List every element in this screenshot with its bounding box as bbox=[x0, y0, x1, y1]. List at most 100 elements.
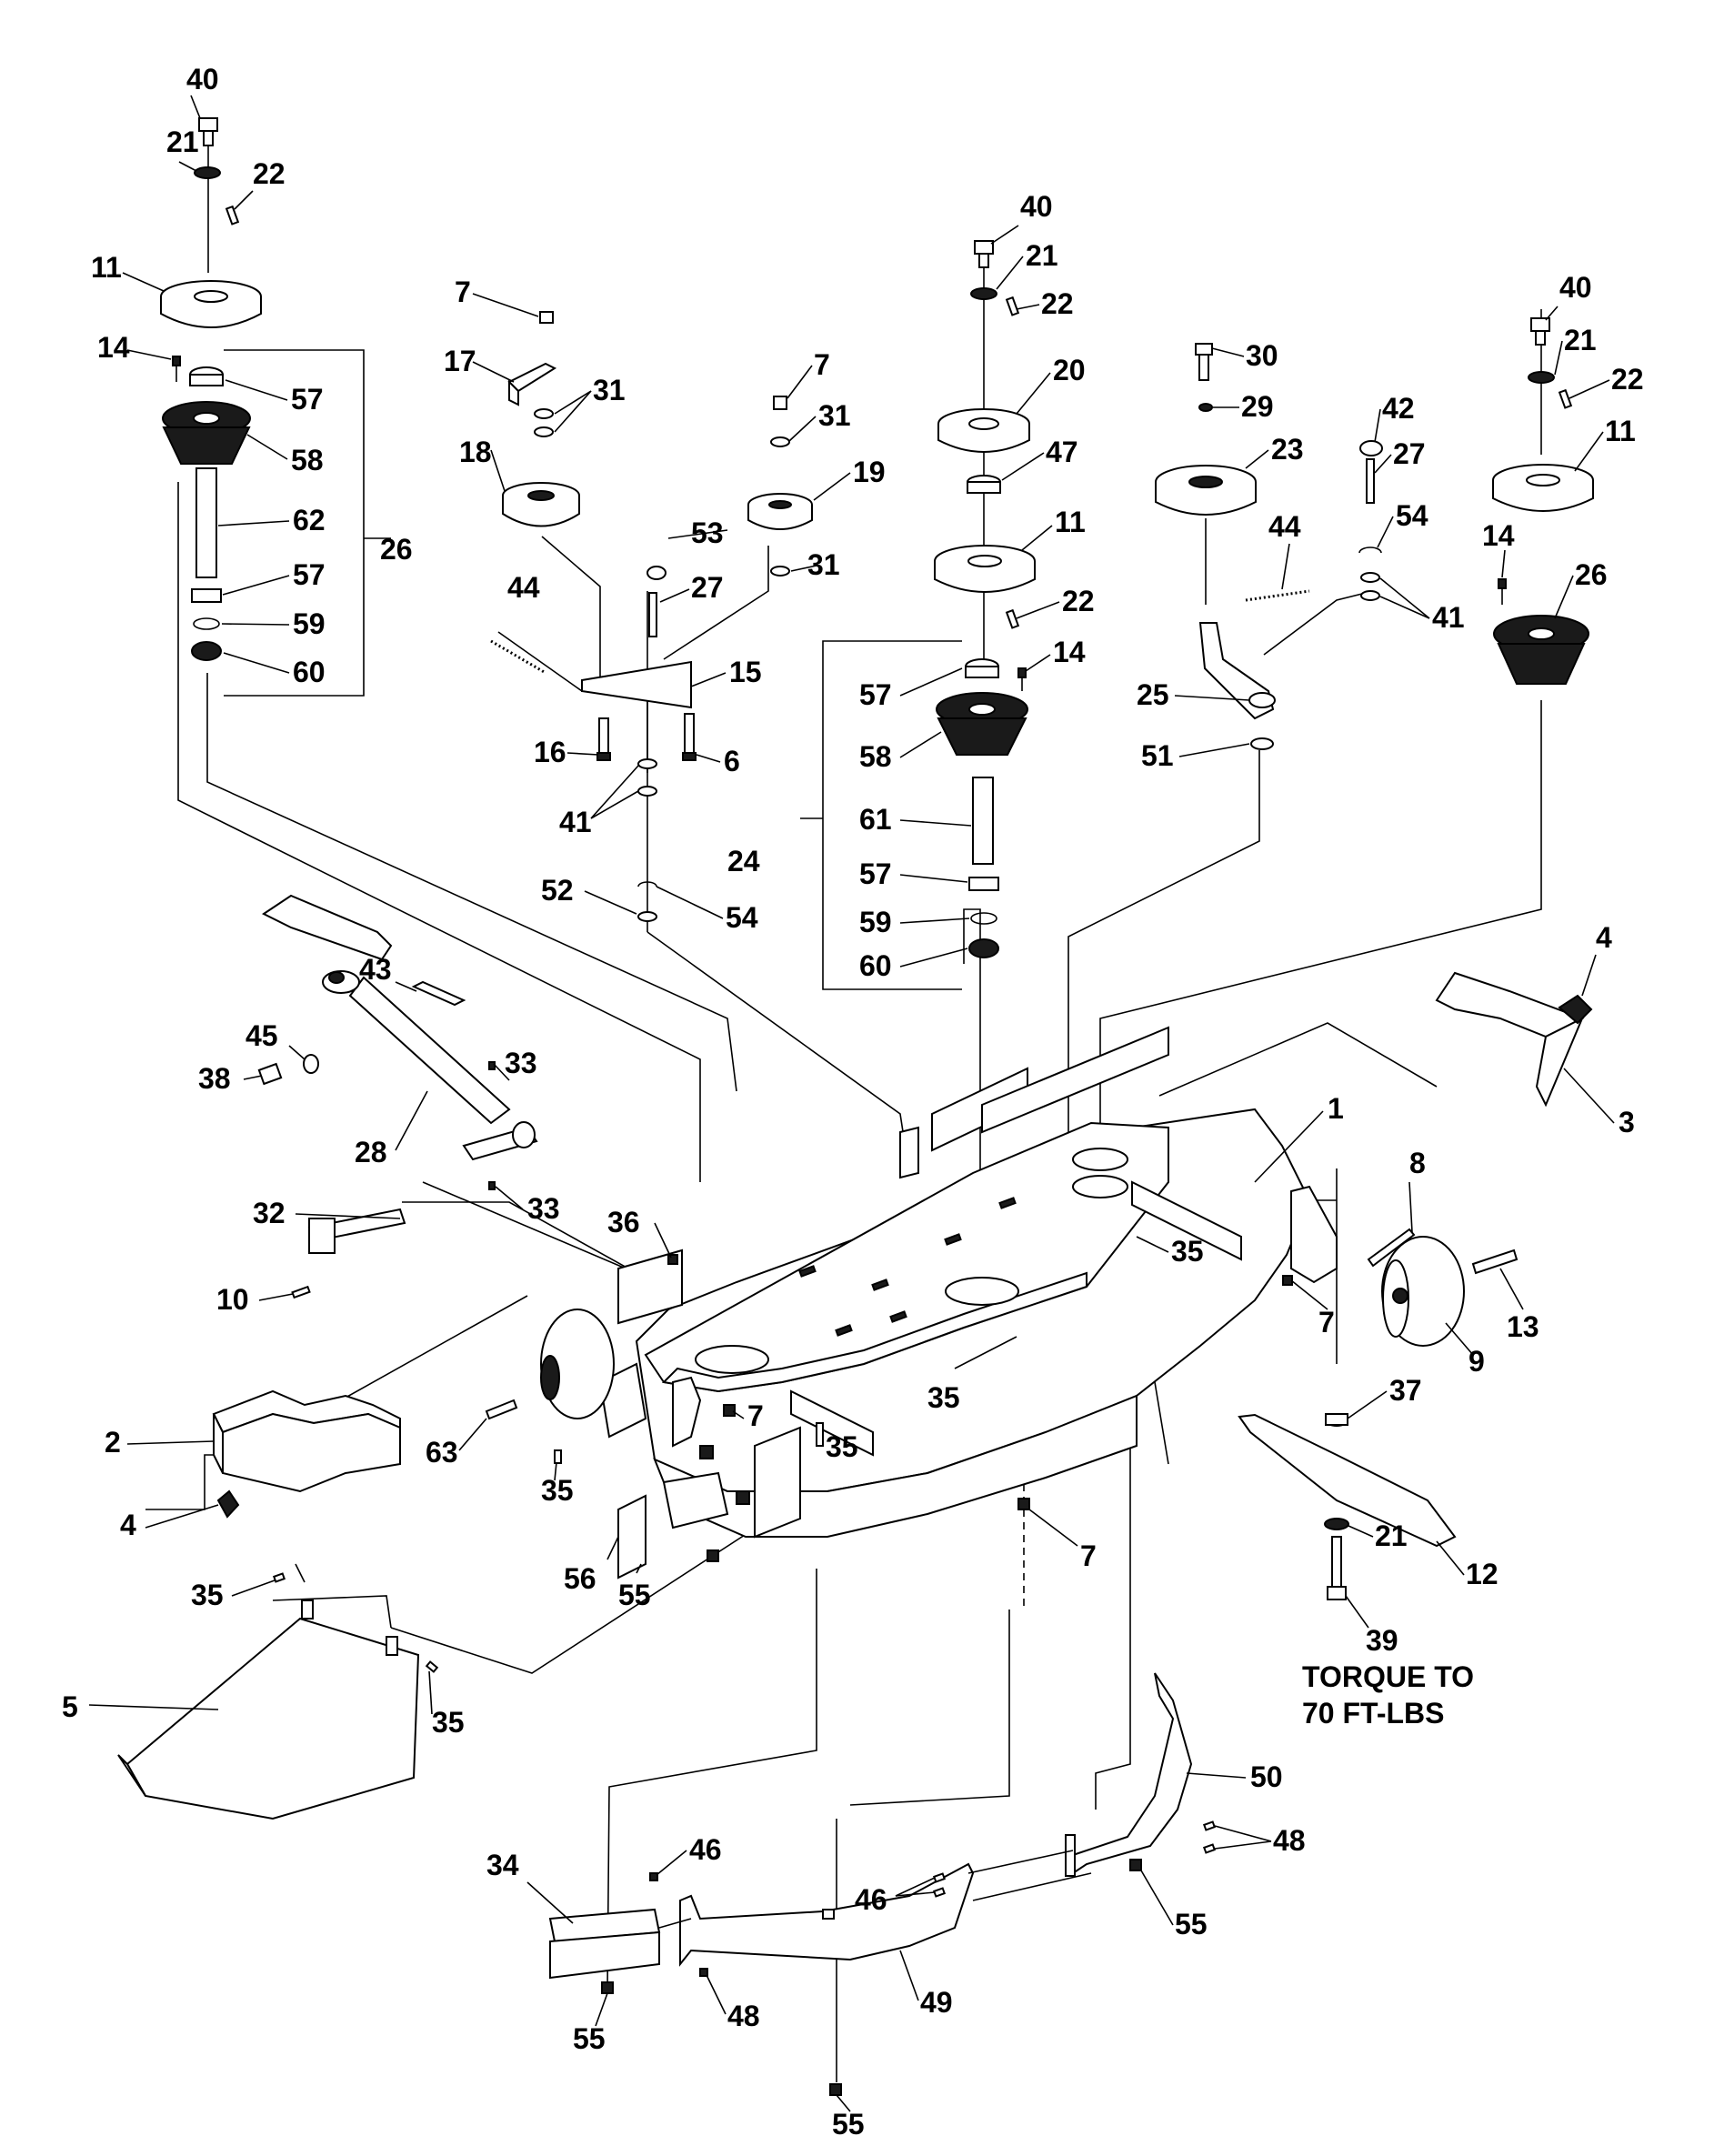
callout-35: 35 bbox=[826, 1430, 858, 1463]
mower-deck bbox=[598, 1026, 1311, 1539]
callout-21: 21 bbox=[1564, 324, 1597, 356]
callout-60: 60 bbox=[293, 656, 326, 688]
callout-59: 59 bbox=[293, 607, 326, 640]
callout-54: 54 bbox=[1396, 499, 1428, 532]
callout-48: 48 bbox=[727, 2000, 760, 2032]
callout-10: 10 bbox=[216, 1283, 249, 1316]
deck-skirts bbox=[548, 1672, 1217, 2096]
callout-62: 62 bbox=[293, 504, 326, 536]
callout-7: 7 bbox=[1080, 1539, 1097, 1572]
callout-7: 7 bbox=[747, 1399, 764, 1432]
callout-55: 55 bbox=[573, 2022, 606, 2055]
callout-52: 52 bbox=[541, 874, 574, 907]
callout-46: 46 bbox=[855, 1883, 887, 1916]
callout-44: 44 bbox=[1268, 510, 1301, 543]
callout-60: 60 bbox=[859, 949, 892, 982]
callout-1: 1 bbox=[1328, 1092, 1344, 1125]
torque-note-line2: 70 FT-LBS bbox=[1302, 1697, 1444, 1730]
callout-2: 2 bbox=[105, 1426, 121, 1459]
callout-4: 4 bbox=[1596, 921, 1612, 954]
callout-29: 29 bbox=[1241, 390, 1274, 423]
callout-48: 48 bbox=[1273, 1824, 1306, 1857]
callout-50: 50 bbox=[1250, 1760, 1283, 1793]
callout-20: 20 bbox=[1053, 354, 1086, 386]
torque-note: TORQUE TO 70 FT-LBS bbox=[1302, 1660, 1474, 1730]
callout-57: 57 bbox=[293, 558, 326, 591]
belt-cover-right bbox=[1435, 971, 1593, 1108]
callout-19: 19 bbox=[853, 456, 886, 488]
callout-7: 7 bbox=[455, 276, 471, 308]
callout-30: 30 bbox=[1246, 339, 1278, 372]
callout-27: 27 bbox=[1393, 437, 1426, 470]
callout-40: 40 bbox=[1559, 271, 1592, 304]
callout-58: 58 bbox=[291, 444, 324, 476]
callout-44: 44 bbox=[507, 571, 540, 604]
callout-54: 54 bbox=[726, 901, 758, 934]
callout-41: 41 bbox=[559, 806, 592, 838]
discharge-shield bbox=[117, 1572, 439, 1820]
callout-7: 7 bbox=[814, 348, 830, 381]
callout-56: 56 bbox=[564, 1562, 596, 1595]
callout-21: 21 bbox=[166, 125, 199, 158]
front-left-parts bbox=[212, 1309, 824, 1579]
callout-39: 39 bbox=[1366, 1624, 1398, 1657]
callout-27: 27 bbox=[691, 571, 724, 604]
callout-5: 5 bbox=[62, 1690, 78, 1723]
callout-23: 23 bbox=[1271, 433, 1304, 466]
callout-8: 8 bbox=[1409, 1147, 1426, 1179]
callout-47: 47 bbox=[1046, 436, 1078, 468]
callout-11: 11 bbox=[1605, 415, 1636, 447]
callout-7: 7 bbox=[1318, 1306, 1335, 1339]
callout-22: 22 bbox=[1041, 287, 1074, 320]
callout-45: 45 bbox=[246, 1019, 278, 1052]
idler-pulley-center-assembly bbox=[646, 396, 813, 580]
callout-21: 21 bbox=[1026, 239, 1058, 272]
callout-21: 21 bbox=[1375, 1519, 1408, 1552]
callout-59: 59 bbox=[859, 906, 892, 938]
callout-17: 17 bbox=[444, 345, 476, 377]
idler-pulley-right-assembly bbox=[1155, 343, 1383, 750]
leader-lines bbox=[145, 136, 1542, 2082]
callout-32: 32 bbox=[253, 1197, 286, 1229]
callout-57: 57 bbox=[291, 383, 324, 416]
callout-37: 37 bbox=[1389, 1374, 1422, 1407]
idler-pulley-left-assembly bbox=[490, 311, 697, 922]
callout-28: 28 bbox=[355, 1136, 387, 1168]
callout-11: 11 bbox=[91, 251, 122, 284]
callout-40: 40 bbox=[186, 63, 219, 95]
callout-63: 63 bbox=[426, 1436, 458, 1469]
callout-18: 18 bbox=[459, 436, 492, 468]
callout-34: 34 bbox=[486, 1849, 519, 1881]
callout-49: 49 bbox=[920, 1986, 953, 2019]
callout-61: 61 bbox=[859, 803, 892, 836]
right-spindle-assembly bbox=[1492, 317, 1594, 685]
callout-51: 51 bbox=[1141, 739, 1174, 772]
callout-57: 57 bbox=[859, 857, 892, 890]
callout-12: 12 bbox=[1466, 1558, 1498, 1590]
callout-11: 11 bbox=[1055, 506, 1086, 538]
callout-35: 35 bbox=[927, 1381, 960, 1414]
callout-22: 22 bbox=[253, 157, 286, 190]
callout-31: 31 bbox=[593, 374, 626, 406]
callout-31: 31 bbox=[818, 399, 851, 432]
callout-43: 43 bbox=[359, 953, 392, 986]
callout-40: 40 bbox=[1020, 190, 1053, 223]
callout-55: 55 bbox=[618, 1579, 651, 1611]
callout-35: 35 bbox=[541, 1474, 574, 1507]
callout-leaders bbox=[88, 95, 1615, 2112]
callout-3: 3 bbox=[1619, 1106, 1635, 1138]
arm-assembly-left bbox=[257, 894, 678, 1299]
left-spindle-assembly bbox=[160, 117, 262, 661]
callout-26: 26 bbox=[1575, 558, 1608, 591]
callout-41: 41 bbox=[1432, 601, 1465, 634]
front-right-parts bbox=[1017, 1185, 1519, 1600]
callout-46: 46 bbox=[689, 1833, 722, 1866]
callout-35: 35 bbox=[1171, 1235, 1204, 1268]
callout-33: 33 bbox=[505, 1047, 537, 1079]
callout-35: 35 bbox=[432, 1706, 465, 1739]
callout-22: 22 bbox=[1611, 363, 1644, 396]
callout-26: 26 bbox=[380, 533, 413, 566]
callout-24: 24 bbox=[727, 845, 760, 877]
callout-35: 35 bbox=[191, 1579, 224, 1611]
